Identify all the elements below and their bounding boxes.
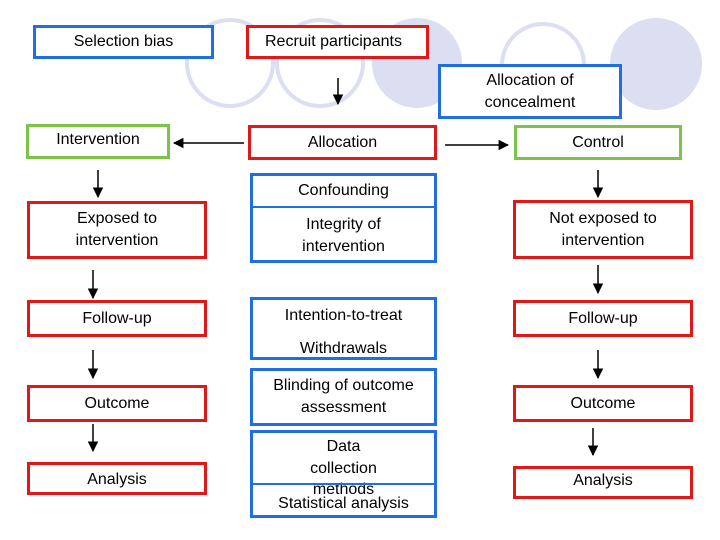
allocation-label: Allocation: [307, 133, 378, 151]
intervention-label: Intervention: [56, 131, 140, 148]
not-exposed-to-intervention-box: Not exposed to intervention: [513, 200, 693, 259]
intention-withdrawals-box: Intention-to-treat Withdrawals: [250, 297, 437, 360]
follow-up-right-box: Follow-up: [513, 300, 693, 337]
confounding-integrity-box: Confounding Integrity of intervention: [250, 173, 437, 263]
integrity-of-intervention-label: Integrity of intervention: [302, 216, 385, 255]
exposed-to-intervention-box: Exposed to intervention: [27, 201, 207, 259]
selection-bias-box: Selection bias: [33, 25, 214, 59]
recruit-participants-box: Recruit participants: [246, 25, 429, 59]
decor-circle-5: [610, 18, 702, 110]
exposed-to-intervention-label: Exposed to intervention: [75, 210, 159, 249]
control-box: Control: [514, 125, 682, 160]
blinding-of-outcome-assessment-label: Blinding of outcome assessment: [273, 377, 414, 416]
follow-up-left-box: Follow-up: [27, 300, 207, 337]
not-exposed-to-intervention-label: Not exposed to intervention: [549, 209, 657, 249]
intention-to-treat-label: Intention-to-treat: [284, 307, 403, 324]
analysis-left-label: Analysis: [87, 471, 147, 488]
recruit-participants-label: Recruit participants: [265, 33, 402, 51]
outcome-right-label: Outcome: [570, 394, 636, 412]
outcome-left-label: Outcome: [84, 394, 150, 412]
analysis-left-box: Analysis: [27, 462, 207, 495]
decor-circle-2: [275, 18, 365, 108]
allocation-box: Allocation: [248, 125, 437, 160]
allocation-concealment-label: Allocation of concealment: [484, 71, 576, 111]
analysis-right-label: Analysis: [573, 472, 633, 490]
follow-up-right-label: Follow-up: [568, 309, 638, 327]
confounding-divider: [253, 206, 434, 208]
outcome-left-box: Outcome: [27, 385, 207, 422]
statistical-analysis-label: Statistical analysis: [278, 495, 409, 512]
data-collection-statistical-box: Data collection methods Statistical anal…: [250, 430, 437, 518]
blinding-of-outcome-assessment-box: Blinding of outcome assessment: [250, 368, 437, 426]
decor-circle-1: [185, 18, 275, 108]
intervention-box: Intervention: [26, 124, 170, 159]
control-label: Control: [572, 133, 624, 151]
selection-bias-label: Selection bias: [73, 33, 174, 51]
withdrawals-label: Withdrawals: [299, 340, 388, 357]
data-collection-divider: [253, 483, 434, 485]
allocation-concealment-box: Allocation of concealment: [438, 64, 622, 119]
outcome-right-box: Outcome: [513, 385, 693, 422]
confounding-label: Confounding: [298, 182, 389, 199]
follow-up-left-label: Follow-up: [82, 309, 152, 327]
analysis-right-box: Analysis: [513, 466, 693, 499]
data-collection-methods-label: Data collection methods: [310, 438, 377, 499]
